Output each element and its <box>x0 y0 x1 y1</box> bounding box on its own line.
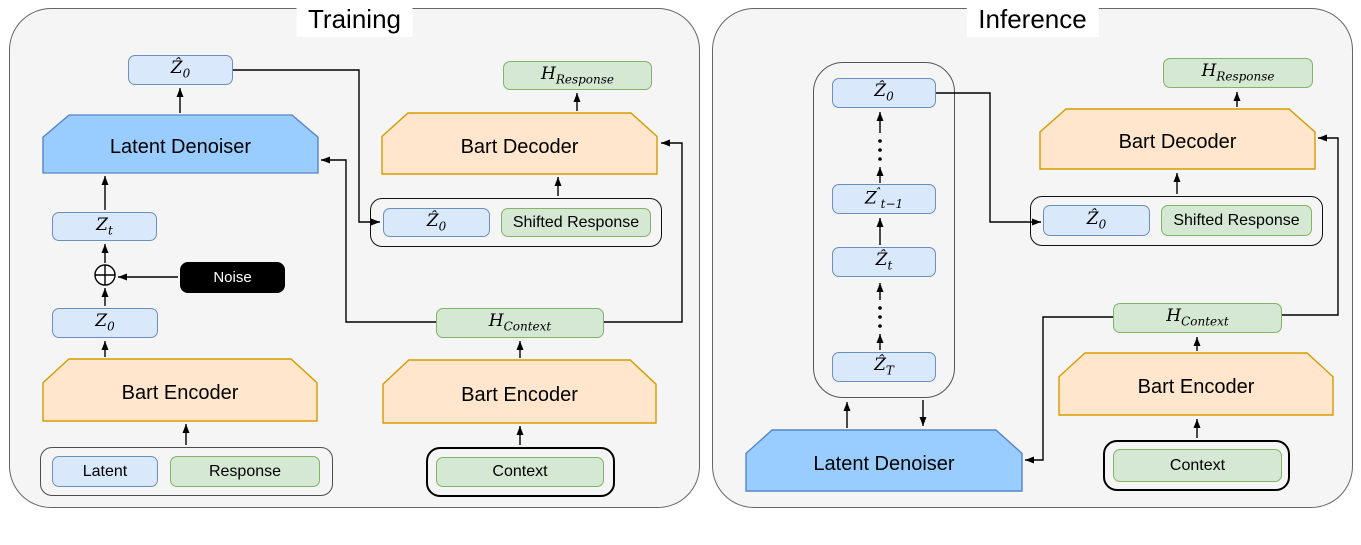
inference-zhat-t-box: Ẑt <box>832 247 936 277</box>
inference-zhat-T-box: ẐT <box>832 352 936 382</box>
inference-shifted-response-box: Shifted Response <box>1161 205 1312 236</box>
training-latent-denoiser: Latent Denoiser <box>42 114 319 174</box>
training-panel-title: Training <box>296 3 413 37</box>
training-shifted-response-box: Shifted Response <box>501 208 651 237</box>
inference-bart-decoder: Bart Decoder <box>1039 108 1316 170</box>
training-latent-box: Latent <box>52 456 158 487</box>
training-response-box: Response <box>170 456 320 487</box>
inference-latent-denoiser: Latent Denoiser <box>745 429 1023 492</box>
training-context-container <box>426 447 615 497</box>
training-z0hat-input-box: Ẑ0 <box>383 208 490 237</box>
training-z0hat-output-box: Ẑ0 <box>128 55 233 85</box>
inference-zhat-tm1-box: Zˆt−1 <box>832 184 936 214</box>
inference-latent-chain-container <box>813 62 955 398</box>
training-h-response-box: HResponse <box>503 61 652 90</box>
training-zt-box: Zt <box>52 212 157 241</box>
training-h-context-box: HContext <box>436 308 604 338</box>
inference-context-box: Context <box>1113 449 1282 482</box>
inference-panel-title: Inference <box>966 3 1099 37</box>
inference-h-response-box: HResponse <box>1163 58 1313 88</box>
inference-h-context-box: HContext <box>1113 303 1282 333</box>
training-context-box: Context <box>436 457 604 487</box>
inference-context-container <box>1103 440 1290 491</box>
training-latent-response-container <box>40 447 333 496</box>
training-bart-encoder-left: Bart Encoder <box>42 358 318 422</box>
training-bart-encoder-right: Bart Encoder <box>382 359 657 424</box>
inference-bart-encoder: Bart Encoder <box>1058 352 1334 416</box>
training-z0-box: Z0 <box>52 308 158 338</box>
training-noise-box: Noise <box>180 262 285 293</box>
inference-zhat0-box: Ẑ0 <box>832 78 936 108</box>
inference-z0hat-input-box: Ẑ0 <box>1043 205 1150 236</box>
training-bart-decoder: Bart Decoder <box>381 112 658 175</box>
